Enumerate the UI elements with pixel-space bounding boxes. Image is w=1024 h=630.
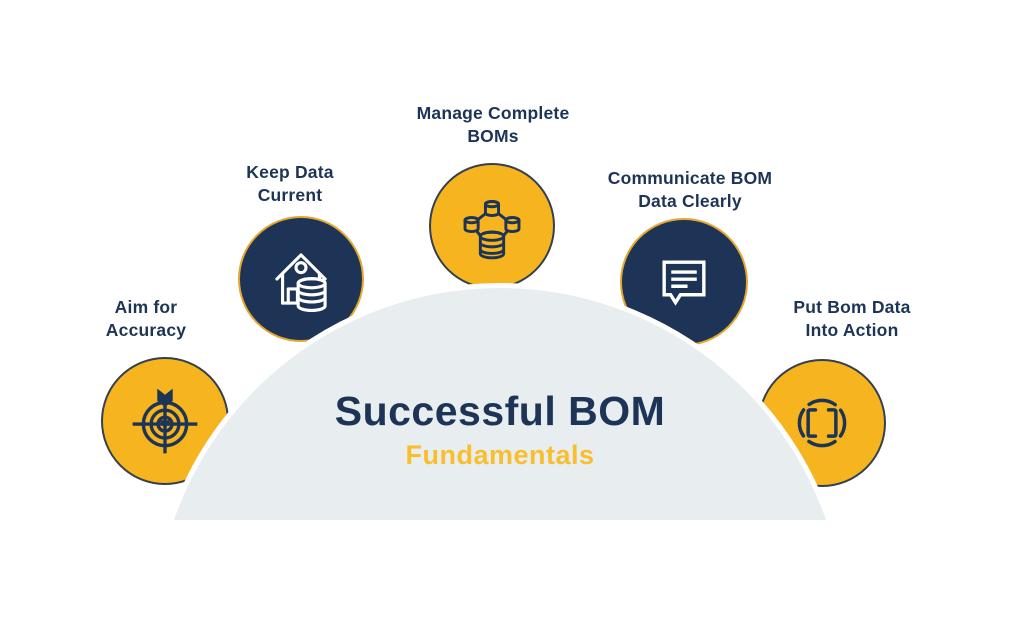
label-line: Current bbox=[257, 185, 323, 205]
circle-manage-complete-boms bbox=[429, 163, 555, 289]
label-line: Accuracy bbox=[105, 320, 187, 340]
label-line: Put Bom Data bbox=[793, 297, 911, 317]
circle-communicate-bom-data bbox=[620, 218, 748, 346]
title-block: Successful BOM Fundamentals bbox=[169, 389, 831, 471]
label-aim-for-accuracy: Aim for Accuracy bbox=[56, 296, 236, 342]
page-title: Successful BOM bbox=[334, 388, 666, 434]
label-line: Communicate BOM bbox=[607, 168, 773, 188]
bom-network-icon bbox=[463, 200, 521, 260]
label-communicate-bom-data: Communicate BOM Data Clearly bbox=[575, 167, 805, 213]
circle-keep-data-current bbox=[238, 216, 364, 342]
label-put-bom-data-into-action: Put Bom Data Into Action bbox=[757, 296, 947, 342]
page-subtitle: Fundamentals bbox=[405, 440, 595, 470]
label-line: Into Action bbox=[805, 320, 899, 340]
house-database-icon bbox=[275, 253, 327, 313]
label-manage-complete-boms: Manage Complete BOMs bbox=[378, 102, 608, 148]
label-keep-data-current: Keep Data Current bbox=[200, 161, 380, 207]
label-line: Data Clearly bbox=[638, 191, 742, 211]
label-line: Aim for bbox=[114, 297, 178, 317]
label-line: Manage Complete bbox=[416, 103, 570, 123]
label-line: BOMs bbox=[467, 126, 519, 146]
label-line: Keep Data bbox=[246, 162, 334, 182]
speech-bubble-icon bbox=[662, 260, 706, 306]
